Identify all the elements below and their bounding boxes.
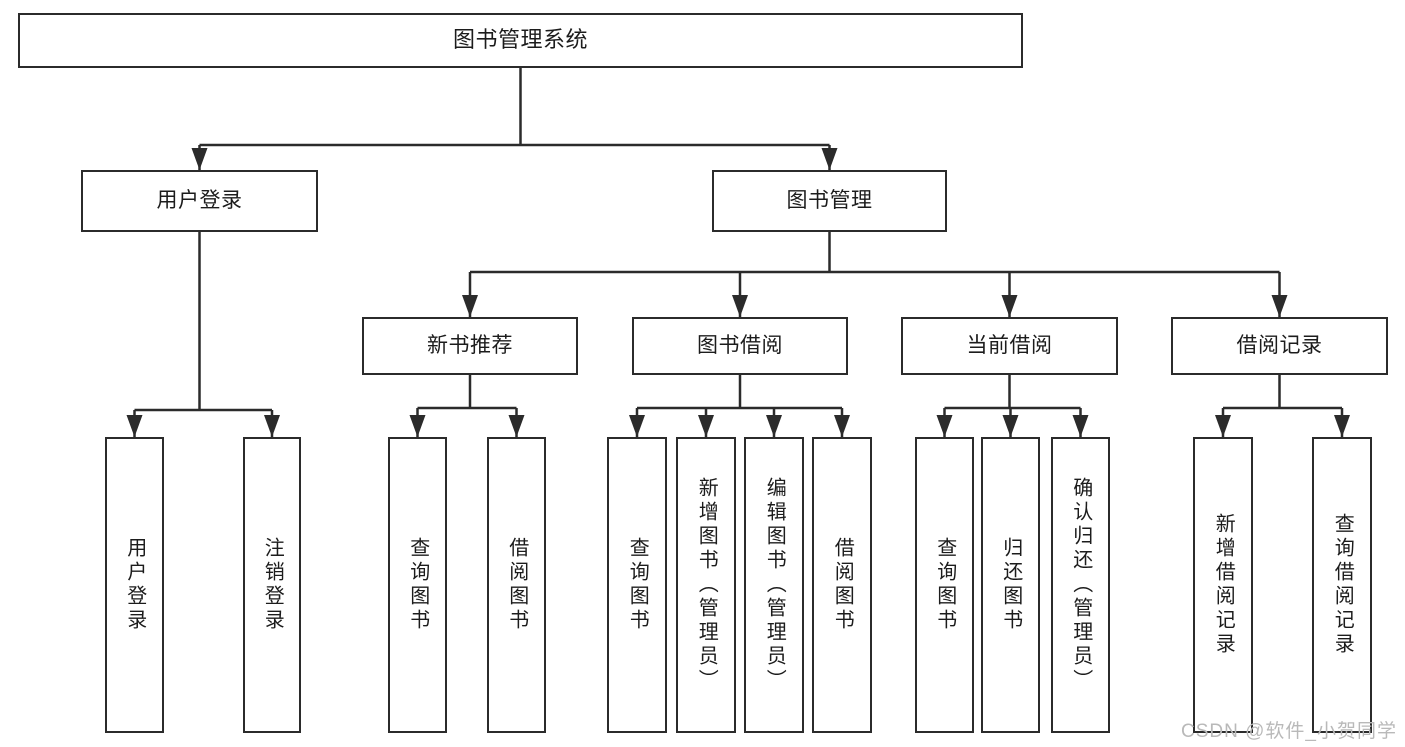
node-label: 归还图书 [999,537,1022,633]
arrowhead-icon [834,415,850,437]
arrowhead-icon [629,415,645,437]
arrowhead-icon [126,415,143,437]
arrowhead-icon [1001,295,1018,317]
node-label: 图书管理 [786,189,873,213]
node-leaf-query-record[interactable]: 查询借阅记录 [1312,437,1372,733]
node-leaf-edit-book[interactable]: 编辑图书（管理员） [744,437,804,733]
arrowhead-icon [191,148,208,170]
arrowhead-icon [409,415,426,437]
node-label: 用户登录 [123,537,146,633]
node-label: 查询借阅记录 [1331,513,1354,657]
arrowhead-icon [1271,295,1288,317]
node-leaf-add-record[interactable]: 新增借阅记录 [1193,437,1253,733]
node-leaf-query-book-3[interactable]: 查询图书 [915,437,974,733]
node-user-login[interactable]: 用户登录 [81,170,318,232]
node-label: 查询图书 [933,537,956,633]
arrowhead-icon [732,295,748,317]
node-label: 用户登录 [156,189,243,213]
arrowhead-icon [766,415,782,437]
watermark-text: CSDN @软件_小贺同学 [1181,721,1397,742]
node-leaf-return-book[interactable]: 归还图书 [981,437,1040,733]
node-leaf-borrow-book-2[interactable]: 借阅图书 [812,437,872,733]
node-label: 注销登录 [261,537,284,633]
node-label: 借阅记录 [1236,334,1323,358]
node-label: 图书借阅 [697,334,783,358]
node-book-manage[interactable]: 图书管理 [712,170,947,232]
node-label: 借阅图书 [505,537,528,633]
node-label: 新增借阅记录 [1212,513,1235,657]
node-leaf-logout[interactable]: 注销登录 [243,437,301,733]
arrowhead-icon [1215,415,1231,437]
node-leaf-user-login[interactable]: 用户登录 [105,437,164,733]
node-leaf-query-book-2[interactable]: 查询图书 [607,437,667,733]
arrowhead-icon [462,295,478,317]
node-label: 新增图书（管理员） [695,477,718,693]
node-label: 编辑图书（管理员） [763,477,786,693]
arrowhead-icon [508,415,525,437]
node-label: 当前借阅 [966,334,1053,358]
node-leaf-add-book[interactable]: 新增图书（管理员） [676,437,736,733]
arrowhead-icon [1334,415,1350,437]
node-new-book-rec[interactable]: 新书推荐 [362,317,578,375]
arrowhead-icon [1002,415,1019,437]
arrowhead-icon [698,415,714,437]
node-leaf-confirm-return[interactable]: 确认归还（管理员） [1051,437,1110,733]
node-root[interactable]: 图书管理系统 [18,13,1023,68]
node-label: 查询图书 [626,537,649,633]
node-label: 确认归还（管理员） [1069,477,1092,693]
arrowhead-icon [821,148,838,170]
node-book-borrow[interactable]: 图书借阅 [632,317,848,375]
node-label: 图书管理系统 [452,27,588,53]
node-label: 新书推荐 [427,334,513,358]
node-borrow-record[interactable]: 借阅记录 [1171,317,1388,375]
node-current-borrow[interactable]: 当前借阅 [901,317,1118,375]
arrowhead-icon [264,415,280,437]
arrowhead-icon [936,415,953,437]
node-leaf-borrow-book-1[interactable]: 借阅图书 [487,437,546,733]
node-label: 借阅图书 [831,537,854,633]
node-leaf-query-book-1[interactable]: 查询图书 [388,437,447,733]
arrowhead-icon [1072,415,1089,437]
node-label: 查询图书 [406,537,429,633]
